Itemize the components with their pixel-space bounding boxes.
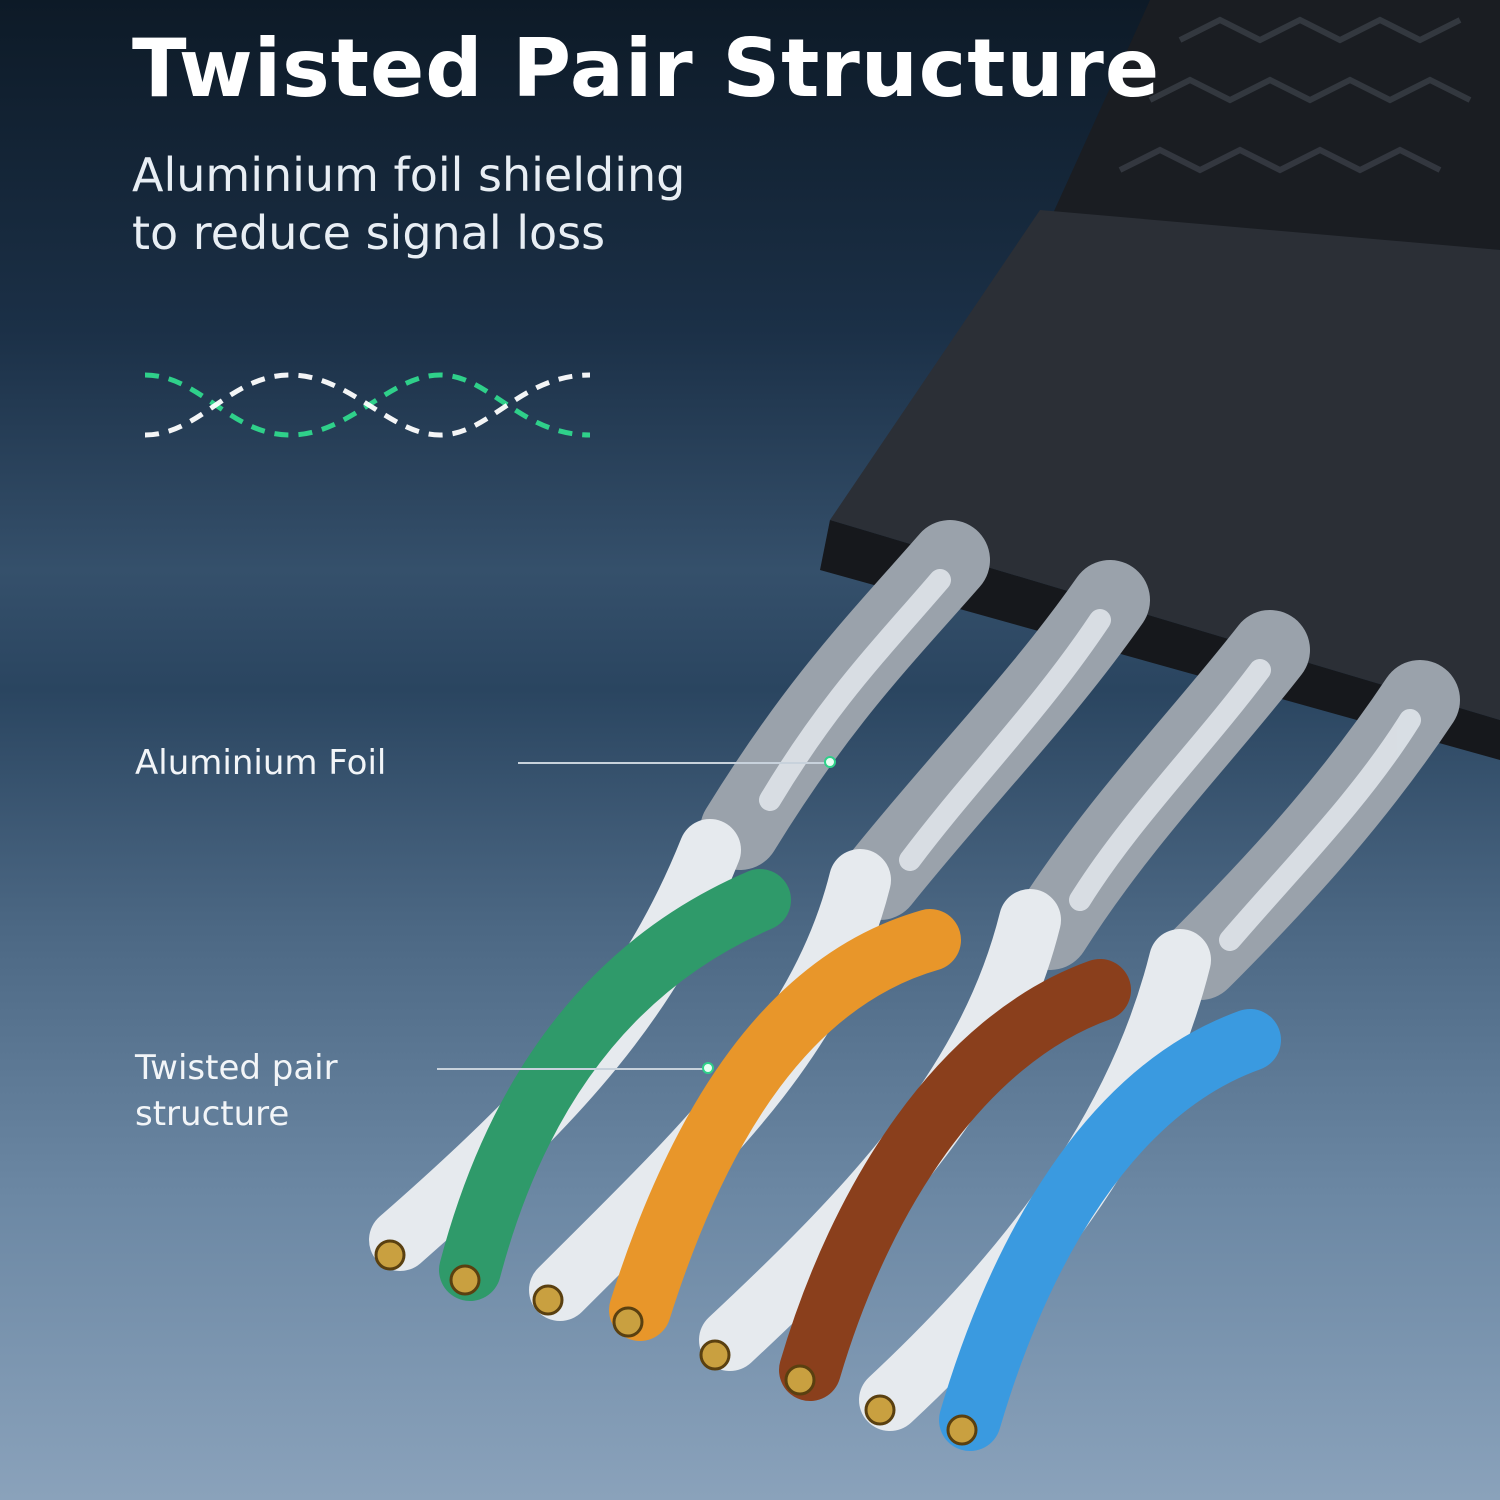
pair-callout-dot [702,1062,714,1074]
subtitle: Aluminium foil shielding to reduce signa… [132,146,685,262]
twisted-wires [369,819,1281,1451]
subtitle-line-2: to reduce signal loss [132,206,606,260]
subtitle-line-1: Aluminium foil shielding [132,148,686,202]
page-title: Twisted Pair Structure [132,22,1161,115]
foil-leader-line [518,762,826,764]
aluminium-foil-label: Aluminium Foil [135,743,387,783]
twisted-pair-label-line-1: Twisted pair [135,1048,338,1088]
foil-callout-dot [824,756,836,768]
twisted-pair-label-line-2: structure [135,1094,290,1134]
twisted-pair-icon [144,372,591,438]
connector-housing [830,210,1500,720]
twisted-pair-label: Twisted pair structure [135,1045,338,1137]
foil-shielded-pairs [700,520,1460,1000]
copper-conductors [374,1239,978,1446]
braided-jacket [1050,0,1500,250]
pair-leader-line [437,1068,703,1070]
